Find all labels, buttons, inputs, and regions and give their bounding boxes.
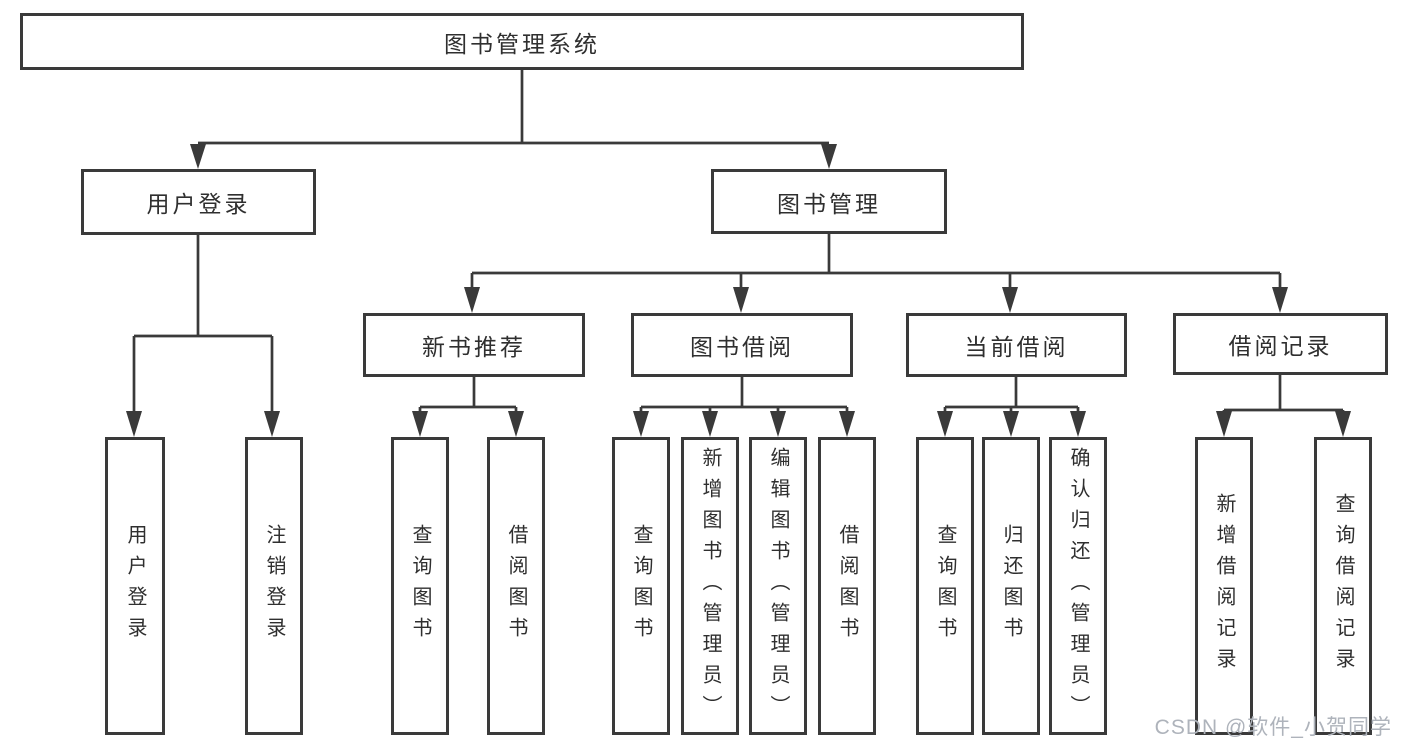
leaf-edit-books-admin: 编辑图书（管理员） <box>749 437 807 735</box>
leaf-add-borrow-record: 新增借阅记录 <box>1195 437 1253 735</box>
node-label: 新增图书（管理员） <box>699 446 721 726</box>
node-label: 归还图书 <box>1000 524 1022 648</box>
leaf-search-borrow-record: 查询借阅记录 <box>1314 437 1372 735</box>
node-label: 图书管理 <box>777 190 881 217</box>
leaf-add-books-admin: 新增图书（管理员） <box>681 437 739 735</box>
node-label: 新增借阅记录 <box>1213 493 1235 679</box>
node-label: 注销登录 <box>263 524 285 648</box>
node-label: 借阅图书 <box>836 524 858 648</box>
node-borrowing-records: 借阅记录 <box>1173 313 1388 375</box>
node-library-management-system: 图书管理系统 <box>20 13 1024 70</box>
leaf-borrow-books: 借阅图书 <box>818 437 876 735</box>
node-label: 用户登录 <box>124 524 146 648</box>
node-book-borrowing: 图书借阅 <box>631 313 853 377</box>
node-label: 用户登录 <box>146 191 251 217</box>
node-label: 查询借阅记录 <box>1332 493 1354 679</box>
node-current-borrowing: 当前借阅 <box>906 313 1127 377</box>
leaf-logout: 注销登录 <box>245 437 303 735</box>
node-label: 编辑图书（管理员） <box>767 446 789 726</box>
node-new-book-recommendation: 新书推荐 <box>363 313 585 377</box>
leaf-user-login: 用户登录 <box>105 437 165 735</box>
leaf-search-books-current: 查询图书 <box>916 437 974 735</box>
node-label: 查询图书 <box>934 524 956 648</box>
node-label: 查询图书 <box>630 524 652 648</box>
node-label: 查询图书 <box>409 524 431 648</box>
csdn-watermark: CSDN @软件_小贺同学 <box>1154 716 1392 739</box>
leaf-return-books: 归还图书 <box>982 437 1040 735</box>
node-label: 当前借阅 <box>964 334 1069 360</box>
node-label: 图书管理系统 <box>444 30 600 57</box>
leaf-confirm-return-admin: 确认归还（管理员） <box>1049 437 1107 735</box>
node-label: 借阅记录 <box>1228 333 1333 359</box>
leaf-search-books-recommend: 查询图书 <box>391 437 449 735</box>
node-book-management: 图书管理 <box>711 169 947 234</box>
leaf-borrow-books-recommend: 借阅图书 <box>487 437 545 735</box>
leaf-search-books-borrowing: 查询图书 <box>612 437 670 735</box>
node-label: 借阅图书 <box>505 524 527 648</box>
node-label: 确认归还（管理员） <box>1067 446 1089 726</box>
node-user-login: 用户登录 <box>81 169 316 235</box>
node-label: 新书推荐 <box>422 334 526 360</box>
node-label: 图书借阅 <box>690 334 794 360</box>
